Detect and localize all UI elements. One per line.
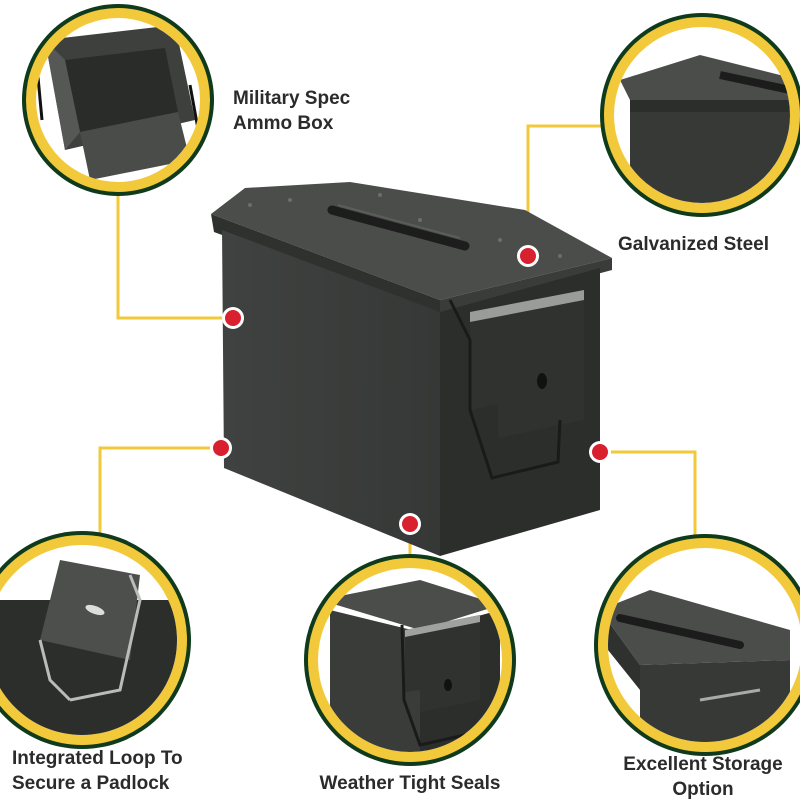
label-line: Ammo Box xyxy=(233,113,334,134)
label-padlock-loop: Integrated Loop To Secure a Padlock xyxy=(12,746,183,796)
label-line: Military Spec xyxy=(233,88,351,109)
marker-dots xyxy=(210,245,611,535)
label-military-spec: Military Spec Ammo Box xyxy=(233,86,350,136)
label-line: Integrated Loop To xyxy=(12,748,183,769)
label-line: Galvanized Steel xyxy=(618,234,770,255)
connector-excellent-storage xyxy=(600,450,697,545)
thumbnail-open-box-interior xyxy=(22,4,214,196)
thumbnail-latch-seal-closeup xyxy=(304,554,516,766)
label-line: Excellent Storage xyxy=(623,754,783,775)
thumbnail-lid-handle-closeup xyxy=(594,534,800,756)
label-line: Option xyxy=(672,779,734,800)
connector-padlock-loop xyxy=(98,446,221,540)
label-excellent-storage: Excellent Storage Option xyxy=(606,752,800,802)
label-weather-tight-seals: Weather Tight Seals xyxy=(310,771,510,796)
label-galvanized-steel: Galvanized Steel xyxy=(618,232,769,257)
thumbnail-latch-loop-closeup xyxy=(0,531,191,749)
thumbnail-lid-corner-closeup xyxy=(600,13,800,217)
label-line: Secure a Padlock xyxy=(12,773,170,794)
ammo-box-illustration xyxy=(211,182,612,556)
label-line: Weather Tight Seals xyxy=(319,773,501,794)
connector-military-spec xyxy=(116,190,233,320)
